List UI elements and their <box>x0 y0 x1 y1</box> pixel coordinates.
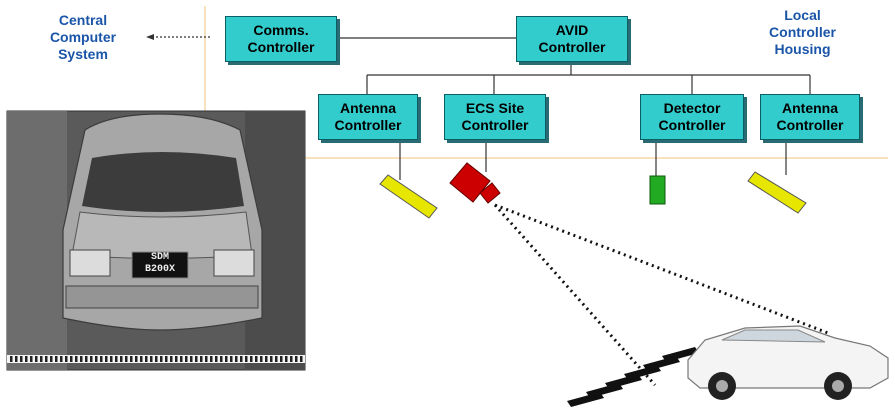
fov-line-2 <box>495 205 828 333</box>
photo-stripe-tick <box>30 356 33 362</box>
central-computer-label: Central Computer System <box>28 12 138 63</box>
photo-stripe-tick <box>145 356 148 362</box>
photo-stripe-tick <box>20 356 23 362</box>
photo-stripe-tick <box>110 356 113 362</box>
photo-stripe-tick <box>260 356 263 362</box>
photo-stripe-tick <box>45 356 48 362</box>
car-illustration <box>688 326 888 400</box>
photo-stripe-tick <box>155 356 158 362</box>
photo-stripe-tick <box>230 356 233 362</box>
photo-stripe-tick <box>160 356 163 362</box>
photo-stripe-tick <box>35 356 38 362</box>
photo-stripe-tick <box>140 356 143 362</box>
photo-stripe-tick <box>75 356 78 362</box>
photo-stripe-tick <box>50 356 53 362</box>
local-controller-housing-label: Local Controller Housing <box>740 7 865 58</box>
photo-stripe-tick <box>225 356 228 362</box>
photo-stripe-tick <box>205 356 208 362</box>
fov-line-1 <box>495 205 655 385</box>
photo-stripe-tick <box>180 356 183 362</box>
photo-stripe-tick <box>250 356 253 362</box>
photo-stripe-tick <box>275 356 278 362</box>
camera-shape <box>450 163 500 203</box>
photo-stripe-tick <box>150 356 153 362</box>
photo-stripe-tick <box>60 356 63 362</box>
photo-stripe-tick <box>220 356 223 362</box>
photo-stripe-tick <box>215 356 218 362</box>
license-plate: SDM B200X <box>132 252 188 278</box>
photo-stripe-tick <box>10 356 13 362</box>
photo-stripe-tick <box>285 356 288 362</box>
photo-stripe-tick <box>125 356 128 362</box>
photo-stripe-tick <box>175 356 178 362</box>
photo-stripe-tick <box>195 356 198 362</box>
photo-stripe-tick <box>55 356 58 362</box>
photo-stripe-tick <box>115 356 118 362</box>
photo-stripe-tick <box>105 356 108 362</box>
photo-stripe-tick <box>135 356 138 362</box>
photo-stripe-tick <box>70 356 73 362</box>
photo-stripe-tick <box>245 356 248 362</box>
photo-stripe-tick <box>280 356 283 362</box>
photo-stripe-tick <box>80 356 83 362</box>
camera-photo <box>7 111 305 370</box>
photo-stripe-tick <box>240 356 243 362</box>
photo-stripe-tick <box>210 356 213 362</box>
photo-stripe-tick <box>65 356 68 362</box>
photo-stripe-tick <box>255 356 258 362</box>
photo-stripe-tick <box>130 356 133 362</box>
photo-stripe-tick <box>300 356 303 362</box>
road-stripes <box>567 347 699 407</box>
antenna-right-shape <box>748 172 806 213</box>
photo-stripe-tick <box>85 356 88 362</box>
photo-stripe-tick <box>265 356 268 362</box>
photo-stripe-tick <box>165 356 168 362</box>
detector-shape <box>650 176 665 204</box>
comms-controller-box: Comms.Controller <box>225 16 337 62</box>
photo-stripe-tick <box>270 356 273 362</box>
photo-stripe-tick <box>90 356 93 362</box>
arrow-head <box>146 34 154 40</box>
photo-stripe-tick <box>15 356 18 362</box>
photo-stripe-tick <box>25 356 28 362</box>
photo-stripe-tick <box>95 356 98 362</box>
antenna-left-shape <box>380 175 437 218</box>
photo-stripe-tick <box>290 356 293 362</box>
photo-stripe-tick <box>100 356 103 362</box>
photo-stripe-tick <box>190 356 193 362</box>
photo-stripe-tick <box>235 356 238 362</box>
photo-stripe-tick <box>40 356 43 362</box>
photo-stripe-tick <box>170 356 173 362</box>
photo-stripe-tick <box>295 356 298 362</box>
photo-stripe-tick <box>120 356 123 362</box>
photo-stripe-tick <box>185 356 188 362</box>
photo-stripe-tick <box>200 356 203 362</box>
